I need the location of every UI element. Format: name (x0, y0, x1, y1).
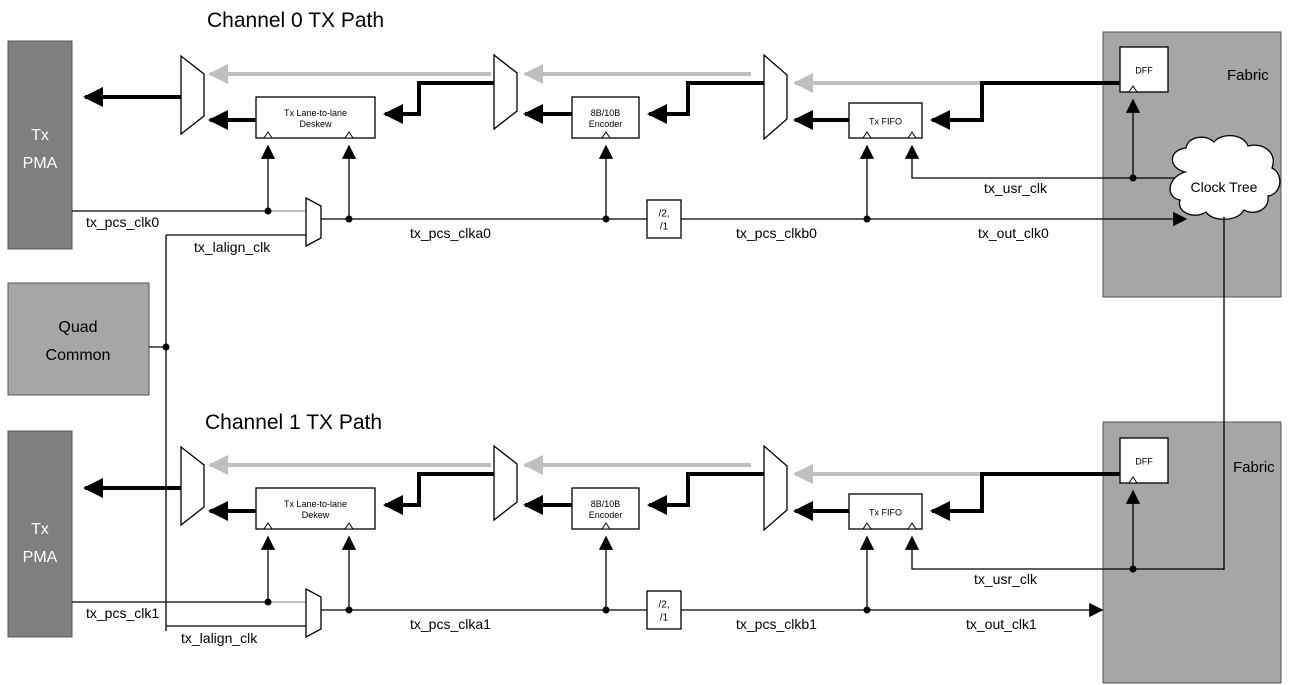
tx-fifo-block-text-0: Tx FIFO (869, 117, 902, 127)
tx-deskew-block-text-0: Tx Lane-to-lane (284, 108, 347, 118)
label-usr-clk: tx_usr_clk (984, 180, 1048, 196)
dff-clk-pin (1128, 85, 1138, 93)
label-pcs-clk: tx_pcs_clk1 (86, 605, 159, 621)
label-pcs-clkb: tx_pcs_clkb1 (736, 616, 817, 632)
lalign-clock-mux (305, 196, 322, 248)
fabric-label-ch0: Fabric (1227, 67, 1269, 84)
encoder-block-text-1: Encoder (589, 119, 623, 129)
data-mux-to-encoder (647, 472, 764, 515)
fabric-label-ch1: Fabric (1233, 459, 1275, 476)
divider-block-text-0: /2, (658, 209, 669, 220)
tx-pma-block-ch1 (7, 430, 73, 638)
tx-pma-label-ch0-line1: Tx (31, 127, 49, 144)
channel1-title: Channel 1 TX Path (205, 411, 382, 434)
encoder-bypass-mux (493, 53, 518, 131)
tx-deskew-block-text-1: Dekew (302, 510, 330, 520)
tx-fifo-block-text-0: Tx FIFO (869, 508, 902, 518)
tx-pma-label-ch1-line2: PMA (23, 549, 58, 566)
fifo-clk-pin-a (862, 522, 872, 530)
label-usr-clk: tx_usr_clk (974, 571, 1038, 587)
label-pcs-clkb: tx_pcs_clkb0 (736, 225, 817, 241)
encoder-block-text-0: 8B/10B (591, 499, 621, 509)
quad-common-block (7, 282, 150, 396)
lalign-clock-mux (305, 587, 322, 639)
deskew-clk-pin-b (344, 131, 354, 139)
dff-block-text-0: DFF (1135, 66, 1153, 76)
usr-clk-to-fifo (904, 144, 1176, 179)
tx-pma-block-ch0 (7, 40, 73, 250)
encoder-block-text-0: 8B/10B (591, 108, 621, 118)
quad-common-label-line1: Quad (58, 319, 97, 336)
label-lalign-clk: tx_lalign_clk (194, 239, 271, 255)
tx-deskew-block-text-1: Deskew (299, 119, 332, 129)
data-dff-to-fifo (930, 472, 1120, 521)
divider-block-text-1: /1 (660, 222, 669, 233)
quad-common-clock-bus (149, 235, 170, 631)
tx-pma-label-ch0-line2: PMA (23, 155, 58, 172)
deskew-clk-pin-a (263, 522, 273, 530)
tx-deskew-block (255, 487, 376, 530)
deskew-clk-pin-a (263, 131, 273, 139)
dff-clk-pin (1128, 476, 1138, 484)
fifo-clk-pin-b (907, 131, 917, 139)
tx-pma-label-ch1-line1: Tx (31, 521, 49, 538)
clock-tree-cloud: Clock Tree (1169, 135, 1281, 220)
label-pcs-clka: tx_pcs_clka0 (410, 225, 491, 241)
dff-block (1119, 46, 1169, 93)
clock-tree-label: Clock Tree (1191, 179, 1258, 195)
quad-common-label-line2: Common (46, 347, 111, 364)
usr-clk-to-fifo (904, 535, 1224, 570)
tx-deskew-block-text-0: Tx Lane-to-lane (284, 499, 347, 509)
data-mux-to-deskew (383, 81, 494, 124)
fifo-bypass-mux (763, 444, 788, 532)
channel0-title: Channel 0 TX Path (207, 9, 384, 32)
label-lalign-clk: tx_lalign_clk (181, 630, 258, 646)
dff-block (1119, 437, 1169, 484)
encoder-clk-pin (601, 131, 611, 139)
data-mux-to-encoder (647, 81, 764, 124)
fifo-clk-pin-b (907, 522, 917, 530)
dff-block-text-0: DFF (1135, 457, 1153, 467)
encoder-block-text-1: Encoder (589, 510, 623, 520)
encoder-block (571, 487, 640, 530)
deskew-clk-pin-b (344, 522, 354, 530)
fifo-clk-pin-a (862, 131, 872, 139)
data-mux-to-deskew (383, 472, 494, 515)
fifo-bypass-mux (763, 53, 788, 141)
label-out-clk: tx_out_clk0 (978, 225, 1049, 241)
tx-fifo-block (848, 493, 923, 530)
encoder-bypass-mux (493, 444, 518, 522)
label-out-clk: tx_out_clk1 (966, 616, 1037, 632)
divider-block-text-0: /2, (658, 600, 669, 611)
label-pcs-clk: tx_pcs_clk0 (86, 214, 159, 230)
tx-deskew-block (255, 96, 376, 139)
output-mux (180, 54, 205, 136)
output-mux (180, 445, 205, 527)
data-dff-to-fifo (930, 81, 1120, 130)
label-pcs-clka: tx_pcs_clka1 (410, 616, 491, 632)
divider-block-text-1: /1 (660, 613, 669, 624)
encoder-clk-pin (601, 522, 611, 530)
